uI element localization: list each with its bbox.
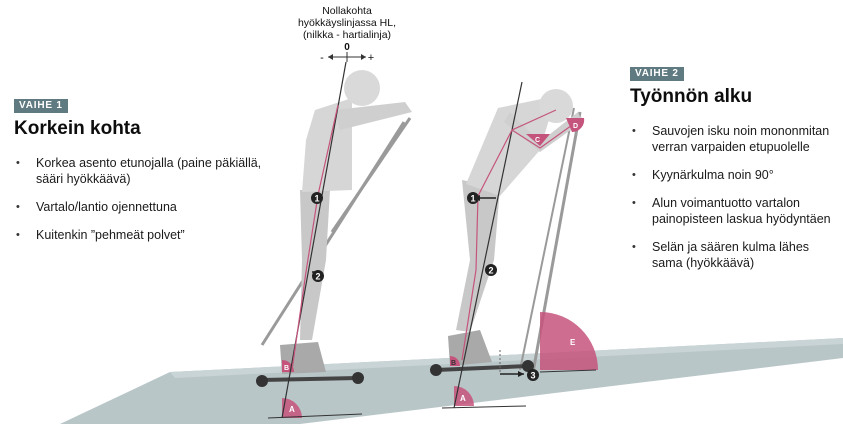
phase-2-title: Työnnön alku xyxy=(630,86,752,108)
angle-e-label: E xyxy=(570,338,576,347)
minus-label: - xyxy=(320,52,324,64)
phase-1-title: Korkein kohta xyxy=(14,118,141,140)
phase-1-bullets: Korkea asento etunojalla (paine päkiällä… xyxy=(14,155,279,255)
marker-3-text: 3 xyxy=(530,371,535,381)
marker-2-text: 2 xyxy=(488,266,493,276)
phase-2-bullets: Sauvojen isku noin mononmitan verran var… xyxy=(630,123,835,283)
caption-line-3: (nilkka - hartialinja) xyxy=(287,29,407,41)
angle-d-label: D xyxy=(573,123,578,130)
phase-2-tag: VAIHE 2 xyxy=(630,67,684,81)
angle-a-label: A xyxy=(460,394,466,403)
caption-line-2: hyökkäyslinjassa HL, xyxy=(287,17,407,29)
marker-1-fig2: 1 xyxy=(467,192,479,204)
marker-1-text: 1 xyxy=(314,194,319,204)
caption-line-1: Nollakohta xyxy=(287,5,407,17)
marker-1-fig1: 1 xyxy=(311,192,323,204)
marker-3-fig2: 3 xyxy=(527,369,539,381)
phase-2-bullet: Selän ja säären kulma lähes sama (hyökkä… xyxy=(630,239,835,271)
marker-1-text: 1 xyxy=(470,194,475,204)
marker-2-fig2: 2 xyxy=(485,264,497,276)
marker-2-fig1: 2 xyxy=(312,270,324,282)
phase-1-bullet: Kuitenkin ”pehmeät polvet” xyxy=(14,227,279,243)
plus-label: + xyxy=(368,52,374,64)
angle-b-label: B xyxy=(451,360,456,367)
phase-1-tag: VAIHE 1 xyxy=(14,99,68,113)
angle-a-label: A xyxy=(289,405,295,414)
zero-label: 0 xyxy=(344,42,350,53)
phase-1-bullet: Vartalo/lantio ojennettuna xyxy=(14,199,279,215)
phase-2-bullet: Kyynärkulma noin 90° xyxy=(630,167,835,183)
angle-c-label: C xyxy=(535,137,540,144)
angle-b-label: B xyxy=(284,365,289,372)
marker-2-text: 2 xyxy=(315,272,320,282)
phase-2-bullet: Alun voimantuotto vartalon painopisteen … xyxy=(630,195,835,227)
phase-2-bullet: Sauvojen isku noin mononmitan verran var… xyxy=(630,123,835,155)
phase-1-bullet: Korkea asento etunojalla (paine päkiällä… xyxy=(14,155,279,187)
zero-point-caption: Nollakohta hyökkäyslinjassa HL, (nilkka … xyxy=(287,5,407,41)
